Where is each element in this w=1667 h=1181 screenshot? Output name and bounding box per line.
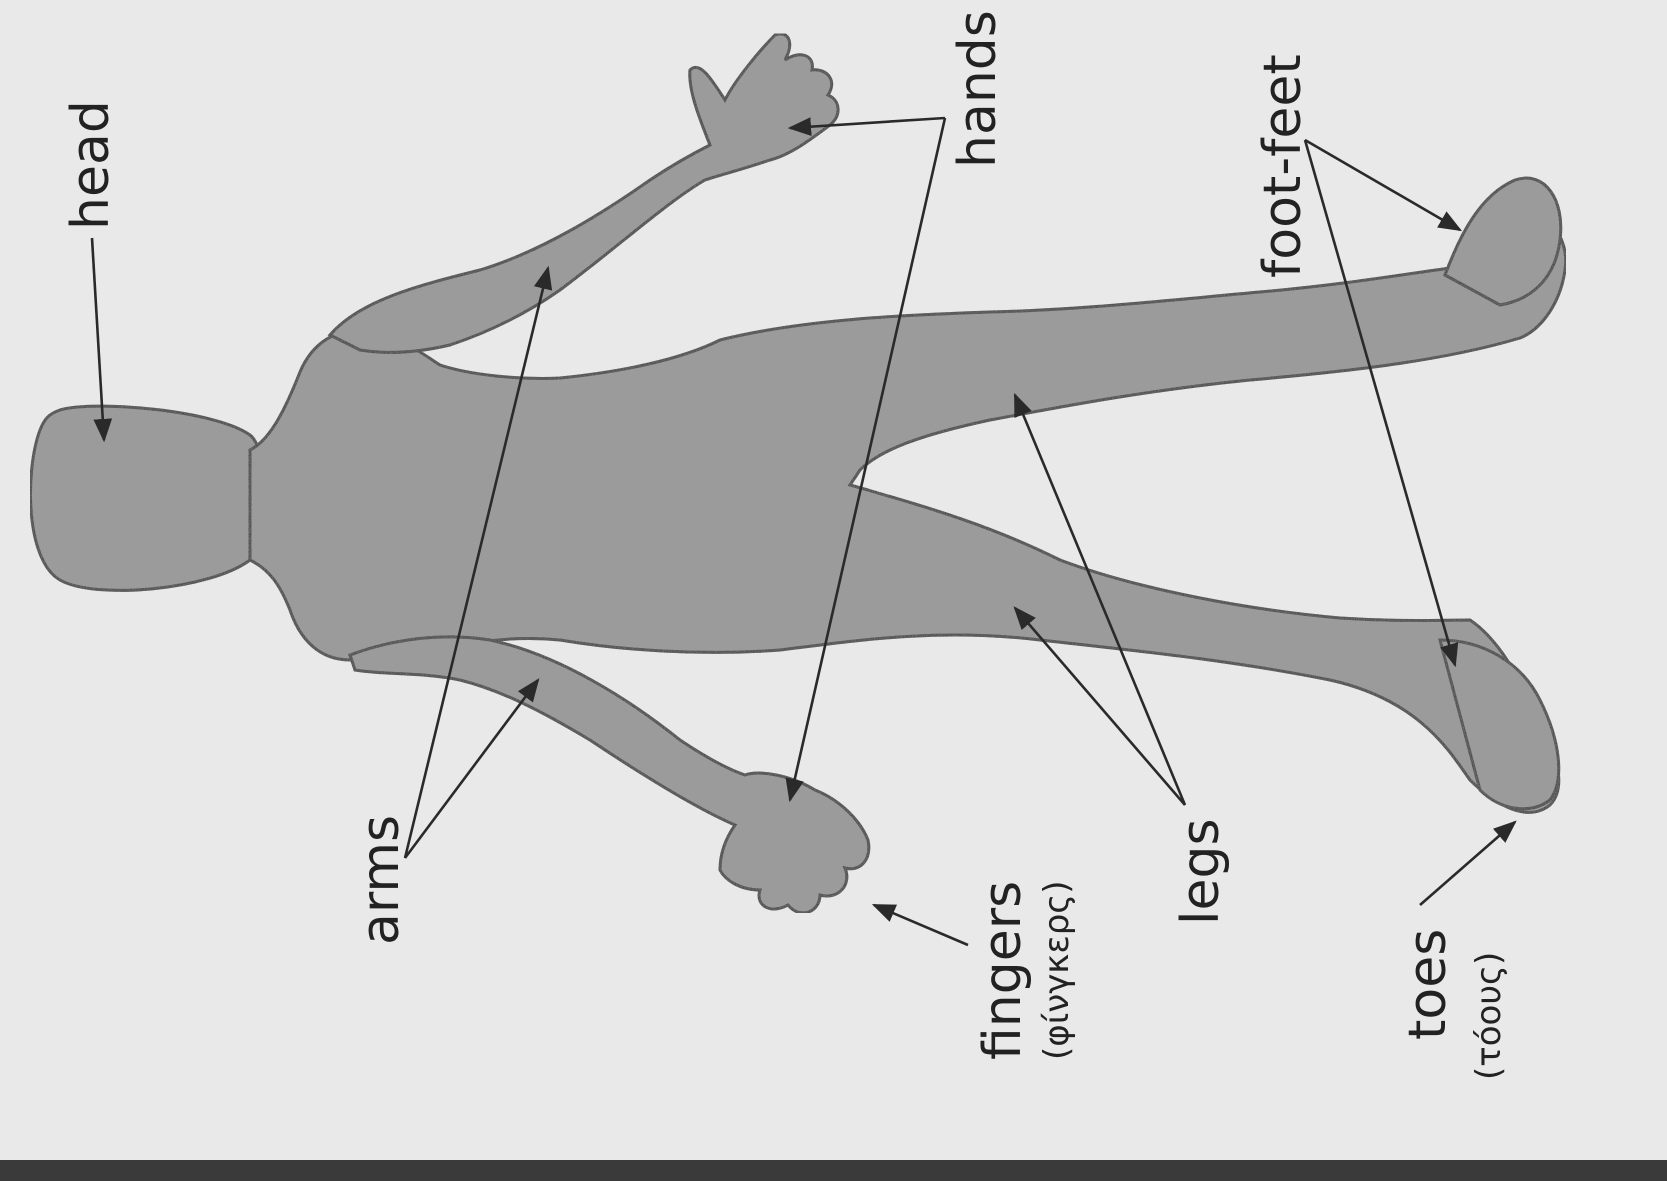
label-arms: arms	[351, 815, 411, 945]
head-shape	[30, 406, 265, 590]
label-hands: hands	[948, 10, 1008, 168]
label-foot-feet: foot-feet	[1253, 54, 1313, 278]
label-head: head	[61, 100, 121, 230]
label-toes: toes	[1398, 929, 1458, 1040]
label-legs: legs	[1171, 818, 1231, 925]
label-fingers: fingers	[973, 881, 1033, 1060]
label-fingers-note: (φίνγκερς)	[1037, 880, 1077, 1060]
scan-edge	[0, 1160, 1667, 1181]
label-toes-note: (τόους)	[1469, 952, 1509, 1080]
